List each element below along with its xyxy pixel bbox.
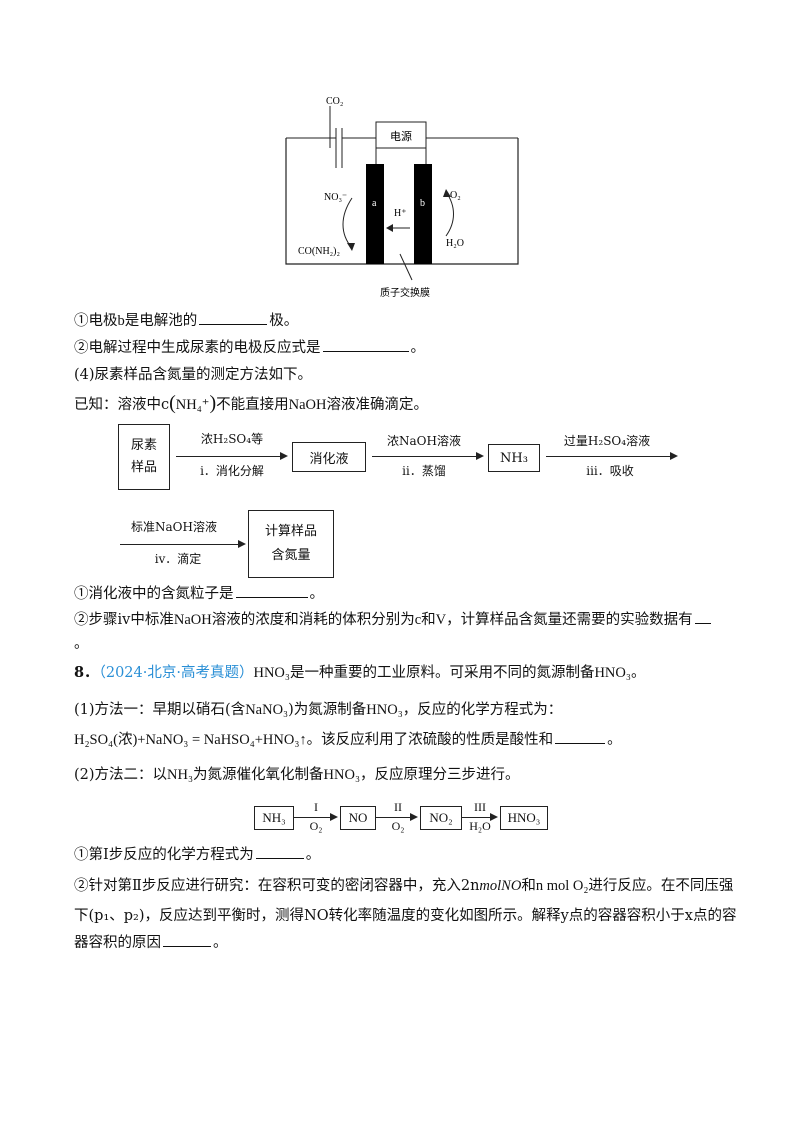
water-label: H₂O <box>446 238 464 249</box>
method-2: (2)方法二：以NH₃为氮源催化氧化制备HNO₃，反应原理分三步进行。 <box>74 767 520 783</box>
step2-question-line3: 器容积的原因。 <box>74 932 228 954</box>
flow2-box-nh3: NH₃ <box>254 806 294 830</box>
flow2-box-no: NO <box>340 806 376 830</box>
step1-label: I <box>314 800 318 814</box>
electrolysis-cell-diagram: CO₂ 电源 a b H⁺ NO₃⁻ CO(NH₂)₂ O₂ H₂O 质子交换膜 <box>285 96 519 299</box>
flow-arrow4-top: 标准NaOH溶液 <box>131 520 217 534</box>
flow-box-urea-sample: 尿素 样品 <box>118 424 170 490</box>
nitrate-label: NO₃⁻ <box>324 192 347 203</box>
flow2-box-hno3: HNO₃ <box>500 806 548 830</box>
step3-reagent: H₂O <box>469 819 491 833</box>
question-titration-data: ②步骤ⅳ中标准NaOH溶液的浓度和消耗的体积分别为c和V，计算样品含氮量还需要的… <box>74 609 713 631</box>
step1-question: ①第Ⅰ步反应的化学方程式为。 <box>74 844 320 866</box>
equation-1: H₂SO₄(浓)+NaNO₃ = NaHSO₄+HNO₃↑。该反应利用了浓硫酸的… <box>74 729 622 751</box>
flow-arrow1-top: 浓H₂SO₄等 <box>200 432 264 446</box>
co2-label: CO₂ <box>326 96 343 107</box>
flow-arrow4-bottom: ⅳ．滴定 <box>154 552 202 566</box>
membrane-label: 质子交换膜 <box>380 286 430 299</box>
electrode-a <box>366 164 384 264</box>
flow-box-calculate: 计算样品 含氮量 <box>248 510 334 578</box>
question-electrode-equation: ②电解过程中生成尿素的电极反应式是。 <box>74 337 425 359</box>
electrode-a-label: a <box>372 198 377 209</box>
flow-arrow3-bottom: ⅲ．吸收 <box>586 464 634 478</box>
step3-label: III <box>474 800 486 814</box>
question-nitrogen-particle: ①消化液中的含氮粒子是。 <box>74 583 324 605</box>
answer-blank[interactable] <box>199 310 268 325</box>
electrode-b-label: b <box>420 198 425 209</box>
flow-arrow2-bottom: ⅱ．蒸馏 <box>402 464 446 478</box>
method-1: (1)方法一：早期以硝石(含NaNO₃)为氮源制备HNO₃，反应的化学方程式为： <box>74 702 563 718</box>
power-label: 电源 <box>390 129 412 143</box>
step2-question-line2: 下(p₁、p₂)，反应达到平衡时，测得NO转化率随温度的变化如图所示。解释y点的… <box>74 908 737 924</box>
question-titration-end: 。 <box>74 636 89 652</box>
known-condition: 已知：溶液中c(NH₄⁺)不能直接用NaOH溶液准确滴定。 <box>74 392 428 414</box>
flow-arrow3-top: 过量H₂SO₄溶液 <box>563 434 651 448</box>
flow-arrow1-bottom: ⅰ．消化分解 <box>200 464 264 478</box>
question-electrode-b: ①电极b是电解池的极。 <box>74 310 298 332</box>
oxygen-label: O₂ <box>450 190 461 201</box>
urea-label: CO(NH₂)₂ <box>298 246 340 257</box>
answer-blank[interactable] <box>555 729 606 744</box>
flow2-box-no2: NO₂ <box>420 806 462 830</box>
section-4-heading: (4)尿素样品含氮量的测定方法如下。 <box>74 367 313 383</box>
answer-blank[interactable] <box>322 337 409 352</box>
problem-source[interactable]: （2024·北京·高考真题） <box>98 665 254 681</box>
electrode-b <box>414 164 432 264</box>
hplus-label: H⁺ <box>394 208 407 219</box>
power-supply-box <box>375 121 427 149</box>
step2-question-line1: ②针对第Ⅱ步反应进行研究：在容积可变的密闭容器中，充入2nmolNO和n mol… <box>74 878 734 894</box>
step2-label: II <box>394 800 402 814</box>
flow-arrow2-top: 浓NaOH溶液 <box>387 434 461 448</box>
flow-box-ammonia: NH₃ <box>488 444 540 472</box>
flow-box-digest: 消化液 <box>292 442 366 472</box>
answer-blank[interactable] <box>163 932 211 947</box>
answer-blank[interactable] <box>235 583 308 598</box>
answer-blank[interactable] <box>255 844 304 859</box>
step1-reagent: O₂ <box>309 819 323 833</box>
step2-reagent: O₂ <box>391 819 405 833</box>
problem-8-header: 8．（2024·北京·高考真题）HNO₃是一种重要的工业原料。可采用不同的氮源制… <box>74 664 646 681</box>
answer-blank[interactable] <box>694 609 711 624</box>
